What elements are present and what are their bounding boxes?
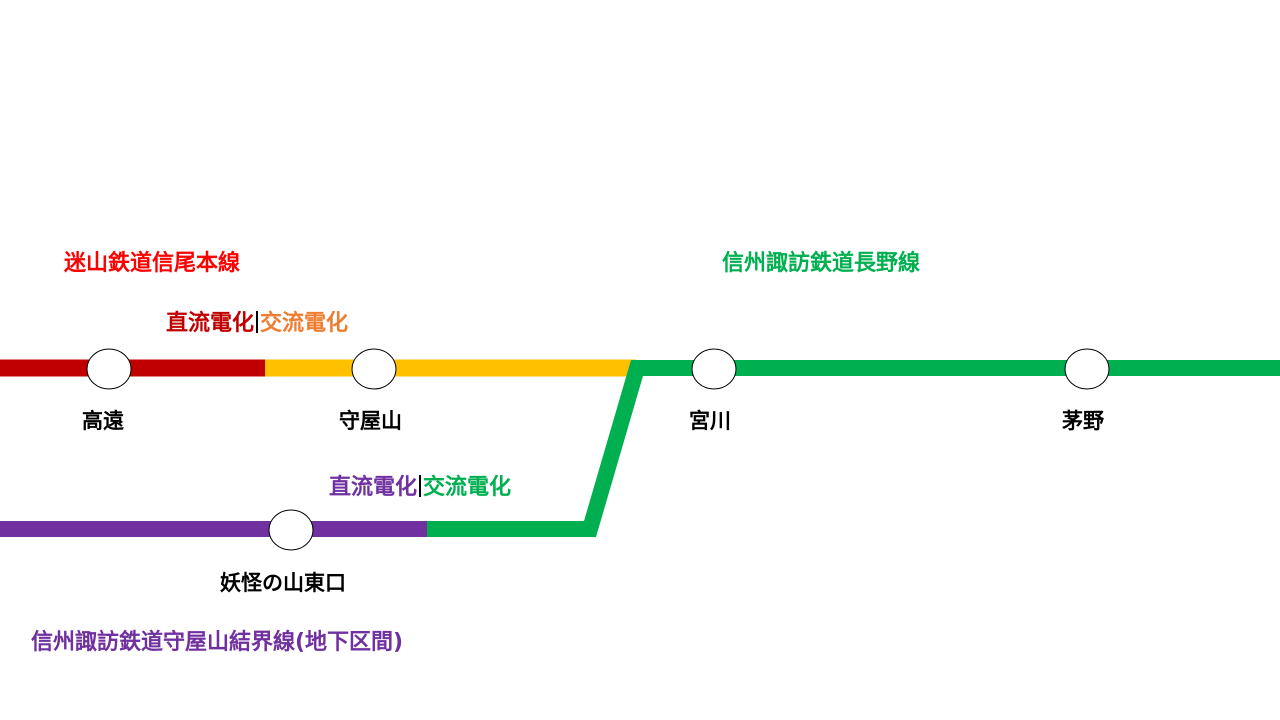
station-name-chino[interactable]: 茅野: [1062, 409, 1104, 433]
station-marker-youkai[interactable]: [268, 509, 314, 551]
dc-electrified-label: 直流電化: [329, 475, 418, 500]
ac-electrified-label: 交流電化: [423, 475, 512, 500]
line-title-kekkai: 信州諏訪鉄道守屋山結界線(地下区間): [31, 630, 404, 655]
electrification-label-upper: 直流電化交流電化: [166, 311, 348, 335]
station-name-moriyasan[interactable]: 守屋山: [339, 409, 402, 433]
dc-electrified-label: 直流電化: [166, 311, 255, 336]
section-divider: [256, 311, 259, 333]
line-title-meizan: 迷山鉄道信尾本線: [64, 251, 241, 276]
station-marker-chino[interactable]: [1064, 348, 1110, 390]
station-name-miyagawa[interactable]: 宮川: [689, 409, 731, 433]
station-marker-takato[interactable]: [86, 348, 132, 390]
ac-electrified-label: 交流電化: [260, 311, 349, 336]
line-title-nagano: 信州諏訪鉄道長野線: [722, 251, 921, 276]
station-marker-moriyasan[interactable]: [351, 348, 397, 390]
section-divider: [419, 475, 422, 497]
station-name-takato[interactable]: 高遠: [82, 409, 124, 433]
station-name-youkai[interactable]: 妖怪の山東口: [220, 571, 346, 595]
line-segment-nagano: [427, 360, 1280, 537]
electrification-label-lower: 直流電化交流電化: [329, 475, 511, 499]
station-marker-miyagawa[interactable]: [691, 348, 737, 390]
